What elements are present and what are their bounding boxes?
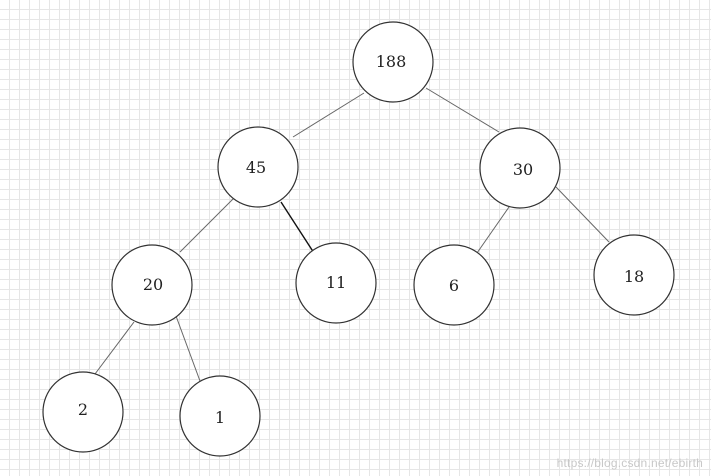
edges — [94, 87, 610, 382]
node-label: 18 — [624, 267, 644, 286]
edge-45-11 — [280, 201, 315, 254]
edge-45-20 — [179, 197, 235, 253]
tree-node-1: 1 — [179, 375, 261, 457]
edge-20-1 — [175, 315, 201, 382]
node-circle — [217, 126, 299, 208]
node-label: 1 — [215, 408, 225, 427]
edge-30-6 — [476, 206, 510, 254]
node-label: 45 — [246, 158, 266, 177]
node-label: 2 — [78, 400, 88, 419]
node-circle — [352, 21, 434, 103]
node-circle — [295, 242, 377, 324]
node-label: 6 — [449, 276, 459, 295]
edge-188-45 — [292, 92, 365, 138]
node-label: 20 — [143, 275, 163, 294]
tree-node-18: 18 — [593, 234, 675, 316]
tree-node-11: 11 — [295, 242, 377, 324]
watermark-text: https://blog.csdn.net/ebirth — [556, 456, 703, 470]
tree-node-188: 188 — [352, 21, 434, 103]
node-circle — [179, 375, 261, 457]
node-label: 11 — [326, 273, 346, 292]
node-circle — [111, 244, 193, 326]
node-circle — [593, 234, 675, 316]
tree-node-6: 6 — [413, 244, 495, 326]
node-label: 30 — [513, 160, 533, 179]
tree-node-45: 45 — [217, 126, 299, 208]
edge-188-30 — [425, 87, 500, 133]
node-circle — [42, 371, 124, 453]
edge-20-2 — [94, 321, 135, 375]
node-circle — [479, 127, 561, 209]
tree-node-20: 20 — [111, 244, 193, 326]
edge-30-18 — [555, 186, 610, 243]
node-circle — [413, 244, 495, 326]
tree-node-30: 30 — [479, 127, 561, 209]
tree-node-2: 2 — [42, 371, 124, 453]
node-label: 188 — [376, 52, 407, 71]
